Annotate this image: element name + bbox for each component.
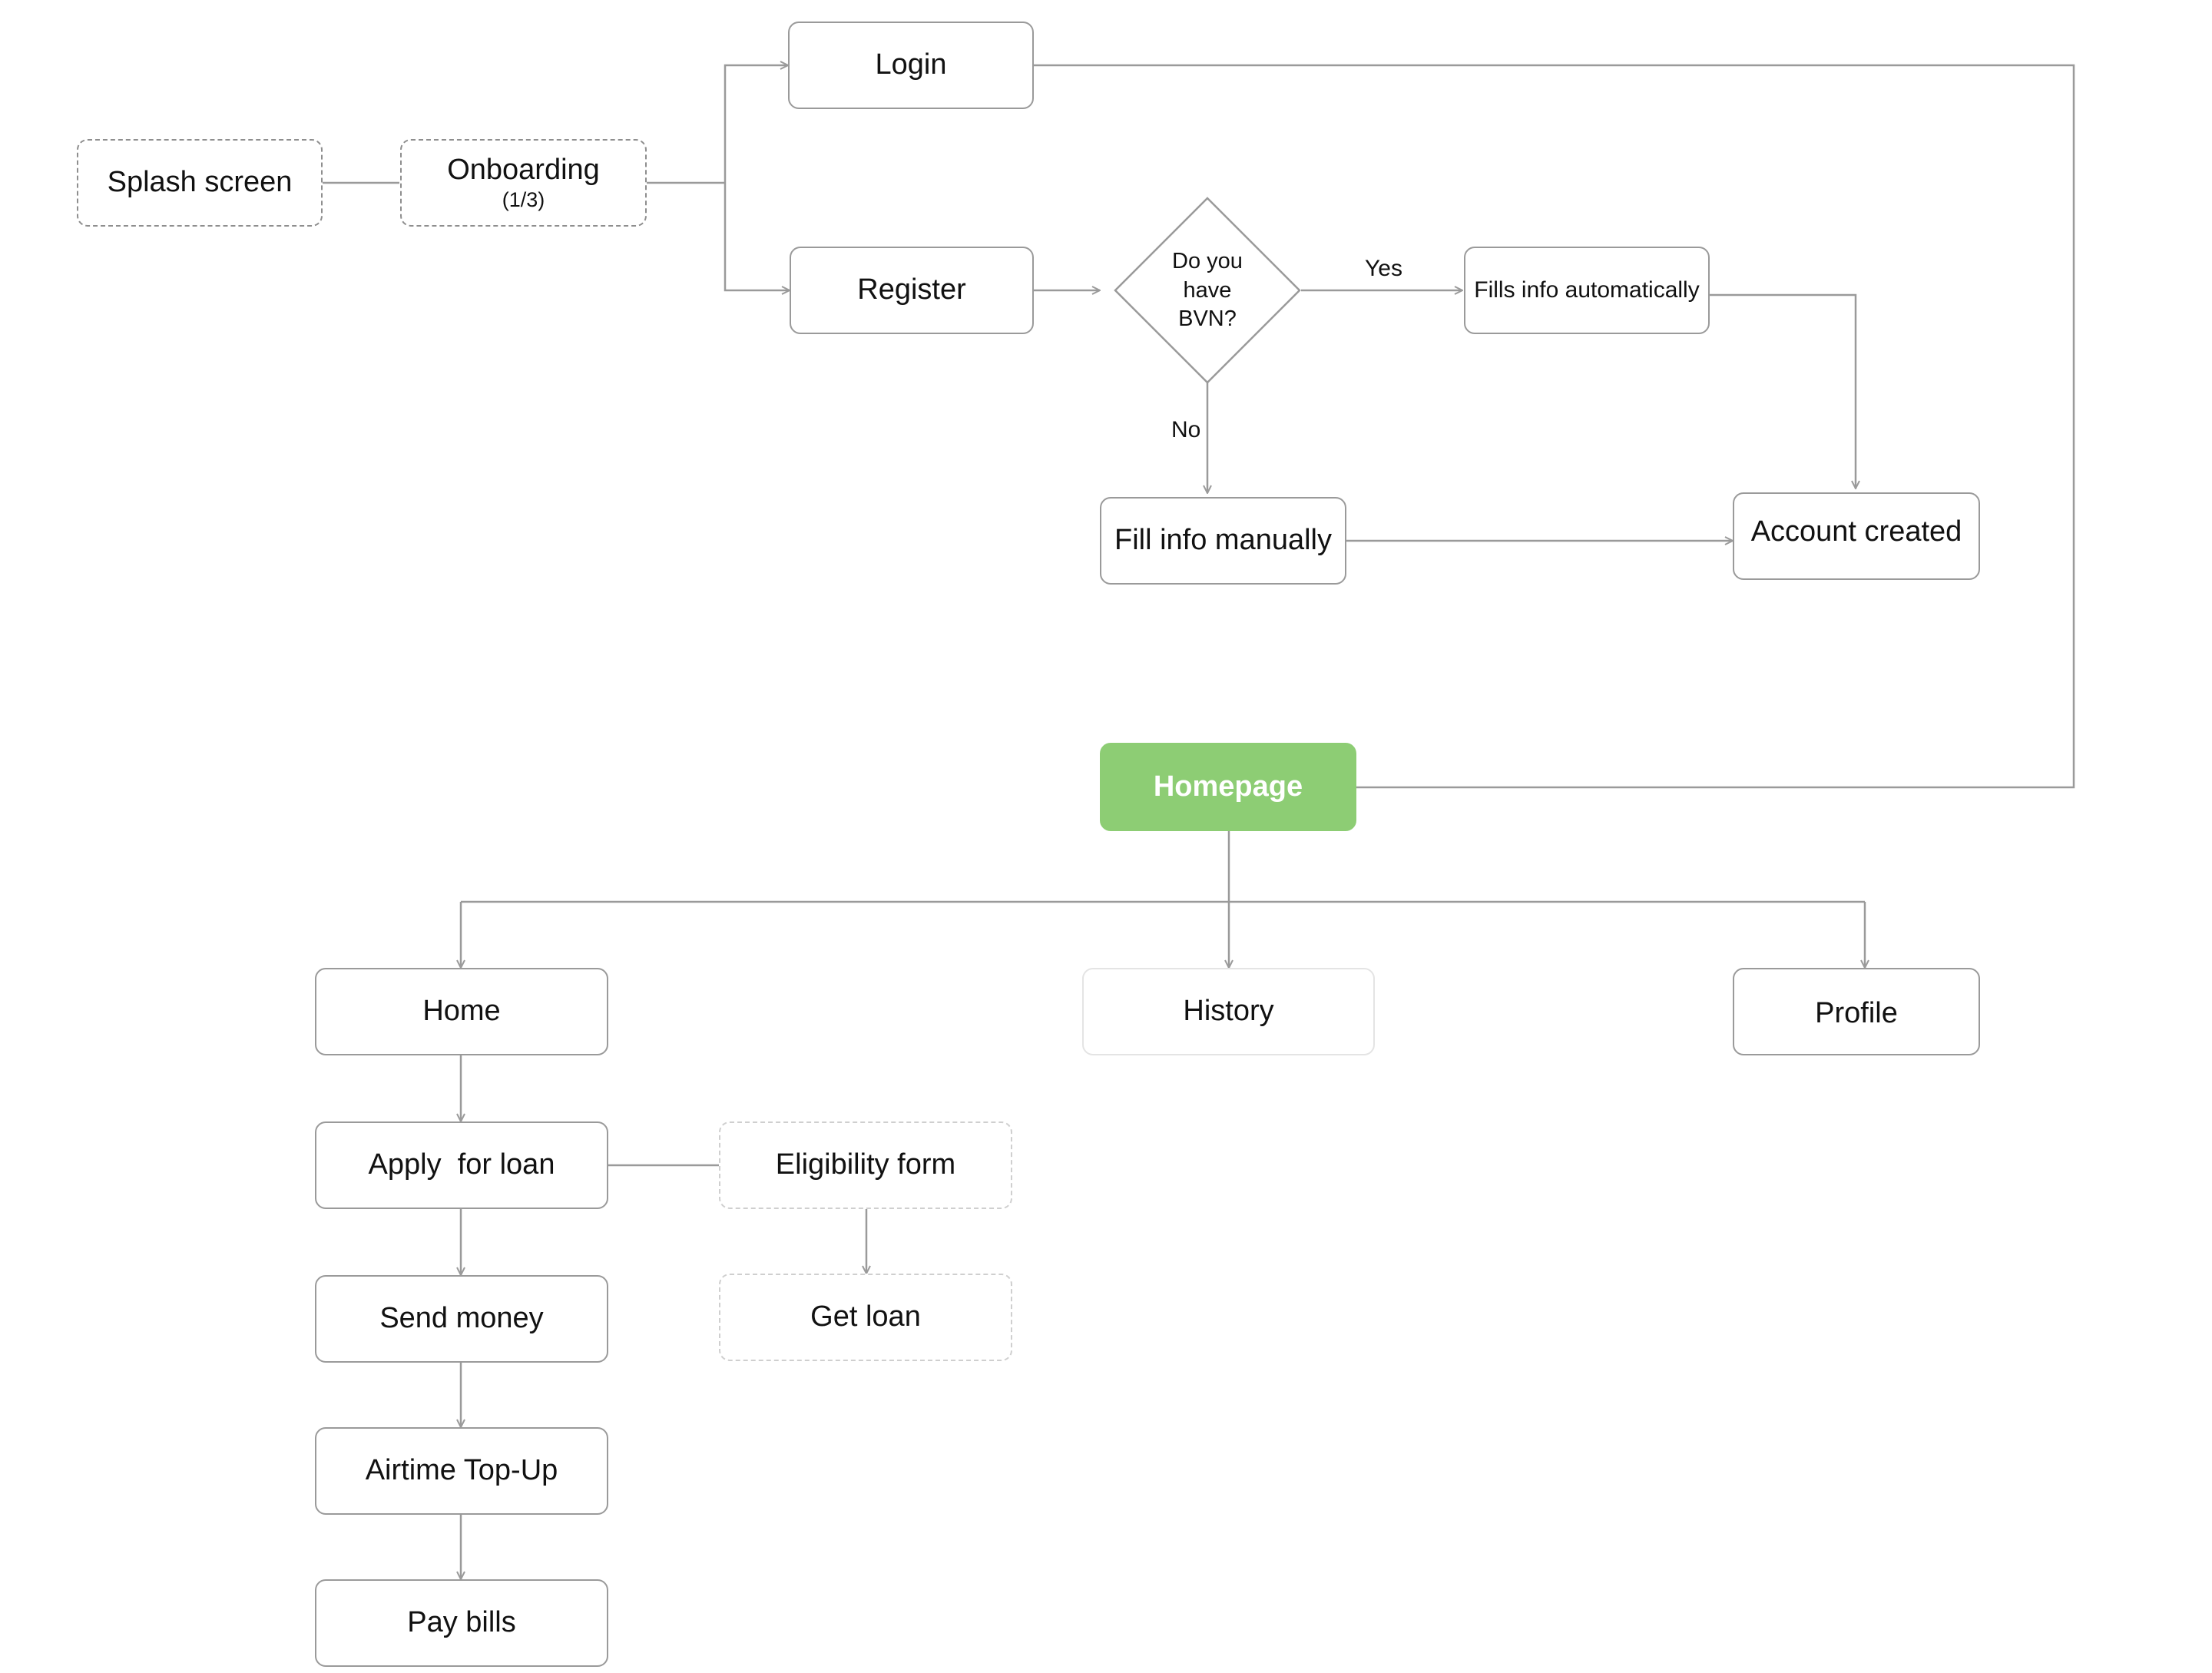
airtime-top-up-node: Airtime Top-Up bbox=[315, 1427, 608, 1515]
send-money-label: Send money bbox=[379, 1302, 544, 1335]
account-created-node: Account created bbox=[1733, 492, 1980, 580]
homepage-label: Homepage bbox=[1153, 770, 1303, 803]
decision-diamond bbox=[1114, 197, 1301, 384]
decision-line-2: have bbox=[1183, 277, 1232, 303]
account-created-label: Account created bbox=[1750, 515, 1962, 548]
fill-info-manually-label: Fill info manually bbox=[1114, 524, 1332, 557]
get-loan-node: Get loan bbox=[719, 1274, 1012, 1361]
edge-auto-account bbox=[1710, 293, 1856, 489]
history-label: History bbox=[1183, 995, 1274, 1028]
onboarding-node: Onboarding (1/3) bbox=[400, 139, 647, 227]
profile-label: Profile bbox=[1815, 997, 1898, 1030]
edge-login-homepage bbox=[1034, 64, 2075, 789]
decision-line-1: Do you bbox=[1172, 249, 1243, 273]
fill-info-manually-node: Fill info manually bbox=[1100, 497, 1346, 585]
history-node: History bbox=[1082, 968, 1375, 1055]
register-label: Register bbox=[857, 273, 966, 306]
no-label: No bbox=[1171, 417, 1201, 442]
homepage-node: Homepage bbox=[1100, 743, 1356, 831]
onboarding-label: Onboarding bbox=[447, 153, 600, 186]
send-money-node: Send money bbox=[315, 1275, 608, 1363]
apply-for-loan-node: Apply for loan bbox=[315, 1121, 608, 1209]
splash-screen-label: Splash screen bbox=[107, 166, 293, 199]
fills-info-automatically-node: Fills info automatically bbox=[1464, 247, 1710, 334]
splash-screen-node: Splash screen bbox=[77, 139, 323, 227]
edge-branch-register bbox=[724, 183, 790, 290]
profile-node: Profile bbox=[1733, 968, 1980, 1055]
decision-line-3: BVN? bbox=[1178, 306, 1237, 332]
eligibility-form-node: Eligibility form bbox=[719, 1121, 1012, 1209]
airtime-top-up-label: Airtime Top-Up bbox=[365, 1454, 558, 1487]
yes-label: Yes bbox=[1365, 256, 1402, 281]
register-node: Register bbox=[790, 247, 1034, 334]
home-label: Home bbox=[422, 995, 501, 1028]
pay-bills-label: Pay bills bbox=[407, 1606, 516, 1639]
login-node: Login bbox=[788, 22, 1034, 109]
edge-branch-login bbox=[724, 65, 788, 183]
home-node: Home bbox=[315, 968, 608, 1055]
pay-bills-node: Pay bills bbox=[315, 1579, 608, 1667]
decision-text: Do you have BVN? bbox=[1131, 247, 1284, 334]
login-label: Login bbox=[875, 48, 947, 81]
onboarding-step-label: (1/3) bbox=[502, 188, 545, 212]
fills-info-automatically-label: Fills info automatically bbox=[1474, 277, 1700, 303]
apply-for-loan-label: Apply for loan bbox=[368, 1148, 555, 1181]
get-loan-label: Get loan bbox=[810, 1300, 921, 1333]
eligibility-form-label: Eligibility form bbox=[775, 1148, 956, 1181]
